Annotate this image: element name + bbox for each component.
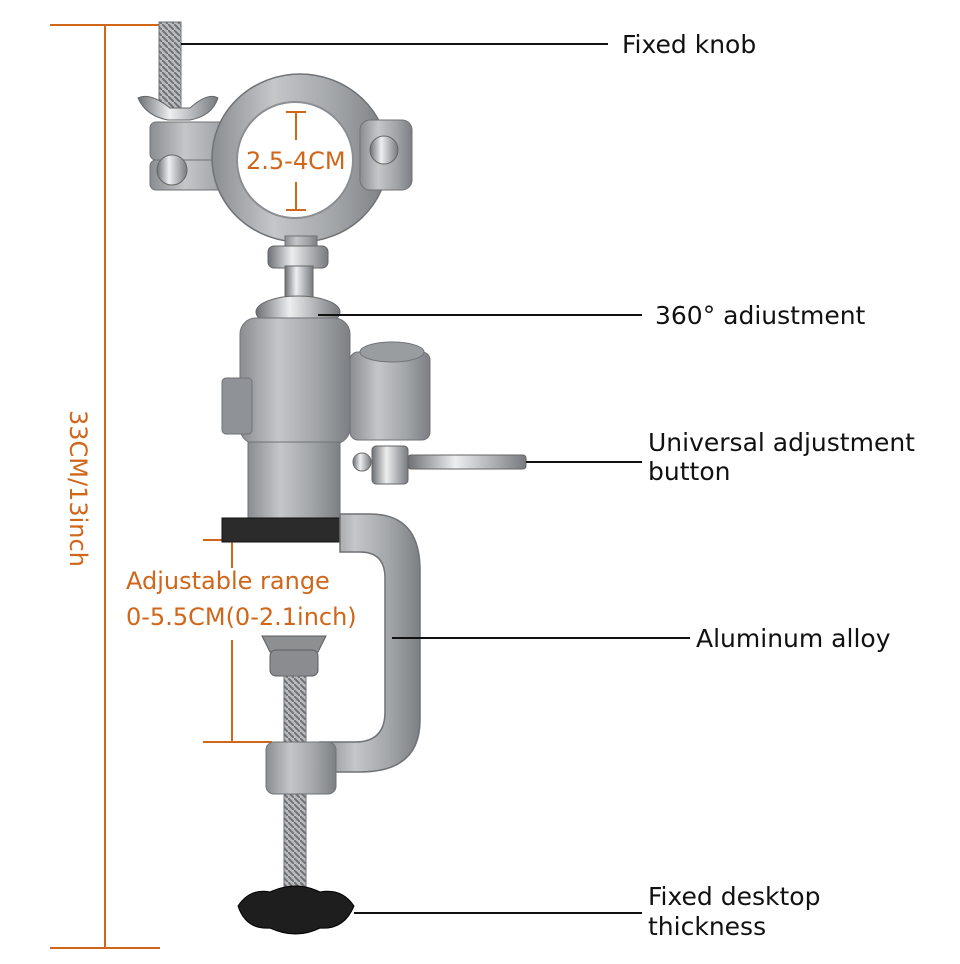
adjustment-360-label: 360° adiustment bbox=[655, 301, 866, 330]
leader-lines bbox=[181, 43, 690, 914]
universal-adjustment-label-line2: button bbox=[648, 457, 731, 486]
lower-clamp-screw bbox=[237, 793, 355, 935]
ring-clamp bbox=[149, 73, 413, 257]
clamp-range-dimension-line bbox=[286, 111, 306, 211]
universal-adjustment-label-line1: Universal adjustment bbox=[648, 428, 915, 457]
adjustable-range-label-line1: Adjustable range bbox=[126, 567, 330, 595]
clamp-range-label: 2.5-4CM bbox=[246, 147, 346, 175]
height-label: 33CM/13inch bbox=[64, 410, 92, 567]
rubber-pad bbox=[221, 517, 363, 543]
main-housing bbox=[221, 317, 431, 521]
height-dimension-line bbox=[50, 24, 160, 949]
fixed-desktop-label-line2: thickness bbox=[648, 912, 767, 941]
aluminum-alloy-label: Aluminum alloy bbox=[696, 624, 891, 653]
fixed-desktop-label-line1: Fixed desktop bbox=[648, 882, 821, 911]
adjustment-button-rod bbox=[352, 445, 527, 485]
upper-clamp-screw bbox=[261, 635, 327, 743]
fixed-knob-bolt bbox=[137, 21, 219, 121]
adjustable-range-label-line2: 0-5.5CM(0-2.1inch) bbox=[126, 603, 357, 631]
fixed-knob-label: Fixed knob bbox=[622, 30, 757, 59]
c-clamp-body bbox=[265, 513, 421, 795]
